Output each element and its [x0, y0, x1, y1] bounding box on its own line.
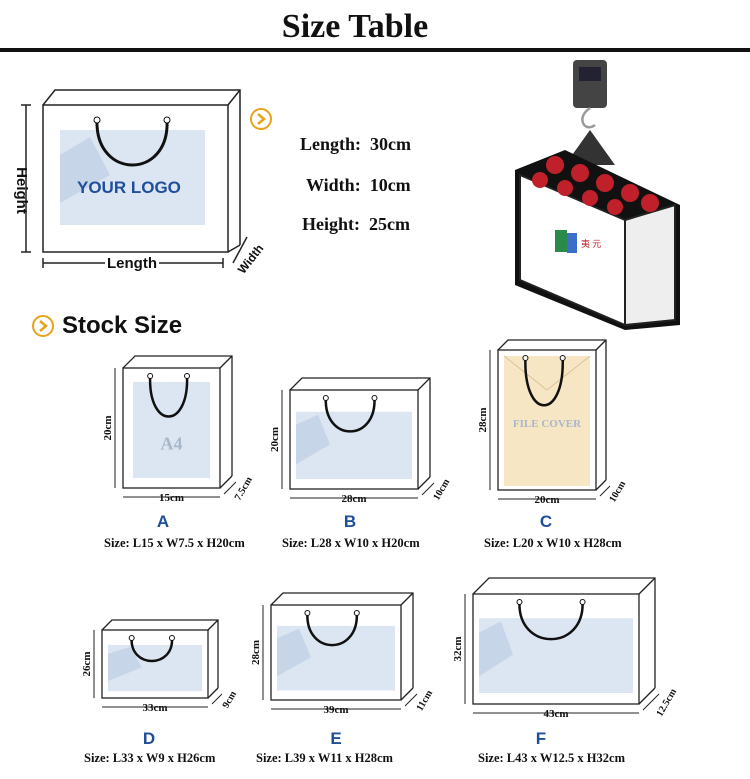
height-dimension-label: 28cm [477, 407, 489, 432]
length-dimension-label: 39cm [323, 704, 348, 716]
bag-b-drawing: 20cm 28cm 10cm [269, 377, 453, 505]
height-label: Height [12, 167, 30, 214]
bag-c-drawing: 28cm 20cm 10cm FILE COVER [477, 339, 629, 506]
height-dimension-label: 26cm [81, 651, 93, 676]
bag-letter: C [539, 512, 553, 531]
bag-letter: E [330, 729, 342, 748]
bag-letter: A [156, 512, 170, 531]
width-dimension-label: 10cm [431, 477, 452, 503]
arrow-right-icon [250, 108, 272, 130]
print-label: A4 [161, 434, 183, 454]
svg-text:夷 元: 夷 元 [581, 238, 601, 249]
bag-size-text: Size: L39 x W11 x H28cm [256, 751, 393, 765]
length-dimension-label: 43cm [543, 708, 568, 720]
bag-size-text: Size: L15 x W7.5 x H20cm [104, 536, 245, 550]
bag-letter: F [535, 729, 547, 748]
length-dimension-label: 33cm [142, 702, 167, 714]
bag-letter: D [142, 729, 156, 748]
bag-size-text: Size: L28 x W10 x H20cm [282, 536, 420, 550]
print-label: FILE COVER [513, 418, 582, 430]
height-dimension-label: 32cm [452, 636, 464, 661]
length-dimension-label: 20cm [534, 494, 559, 506]
bag-dimension-diagram [21, 89, 248, 268]
length-dimension-label: 15cm [159, 492, 184, 504]
bag-size-text: Size: L20 x W10 x H28cm [484, 536, 622, 550]
spec-length: Length: 30cm [300, 134, 411, 154]
bag-with-cans-photo: 夷 元 [515, 60, 680, 330]
bag-size-text: Size: L33 x W9 x H26cm [84, 751, 216, 765]
width-dimension-label: 10cm [607, 479, 628, 505]
height-dimension-label: 20cm [269, 427, 281, 452]
bag-size-text: Size: L43 x W12.5 x H32cm [478, 751, 625, 765]
arrow-right-icon [32, 315, 54, 337]
length-label: Length [105, 255, 159, 272]
title-divider [0, 48, 750, 52]
width-dimension-label: 12.5cm [655, 686, 679, 718]
stock-size-title: Stock Size [62, 312, 183, 339]
logo-text: YOUR LOGO [77, 178, 181, 197]
spec-width: Width: 10cm [306, 175, 411, 195]
length-dimension-label: 28cm [341, 493, 366, 505]
page-title: Size Table [281, 8, 429, 45]
bag-letter: B [343, 512, 357, 531]
height-dimension-label: 20cm [102, 415, 114, 440]
bag-f-drawing: 32cm 43cm 12.5cm [452, 577, 679, 720]
height-dimension-label: 28cm [250, 640, 262, 665]
spec-height: Height: 25cm [302, 214, 410, 234]
